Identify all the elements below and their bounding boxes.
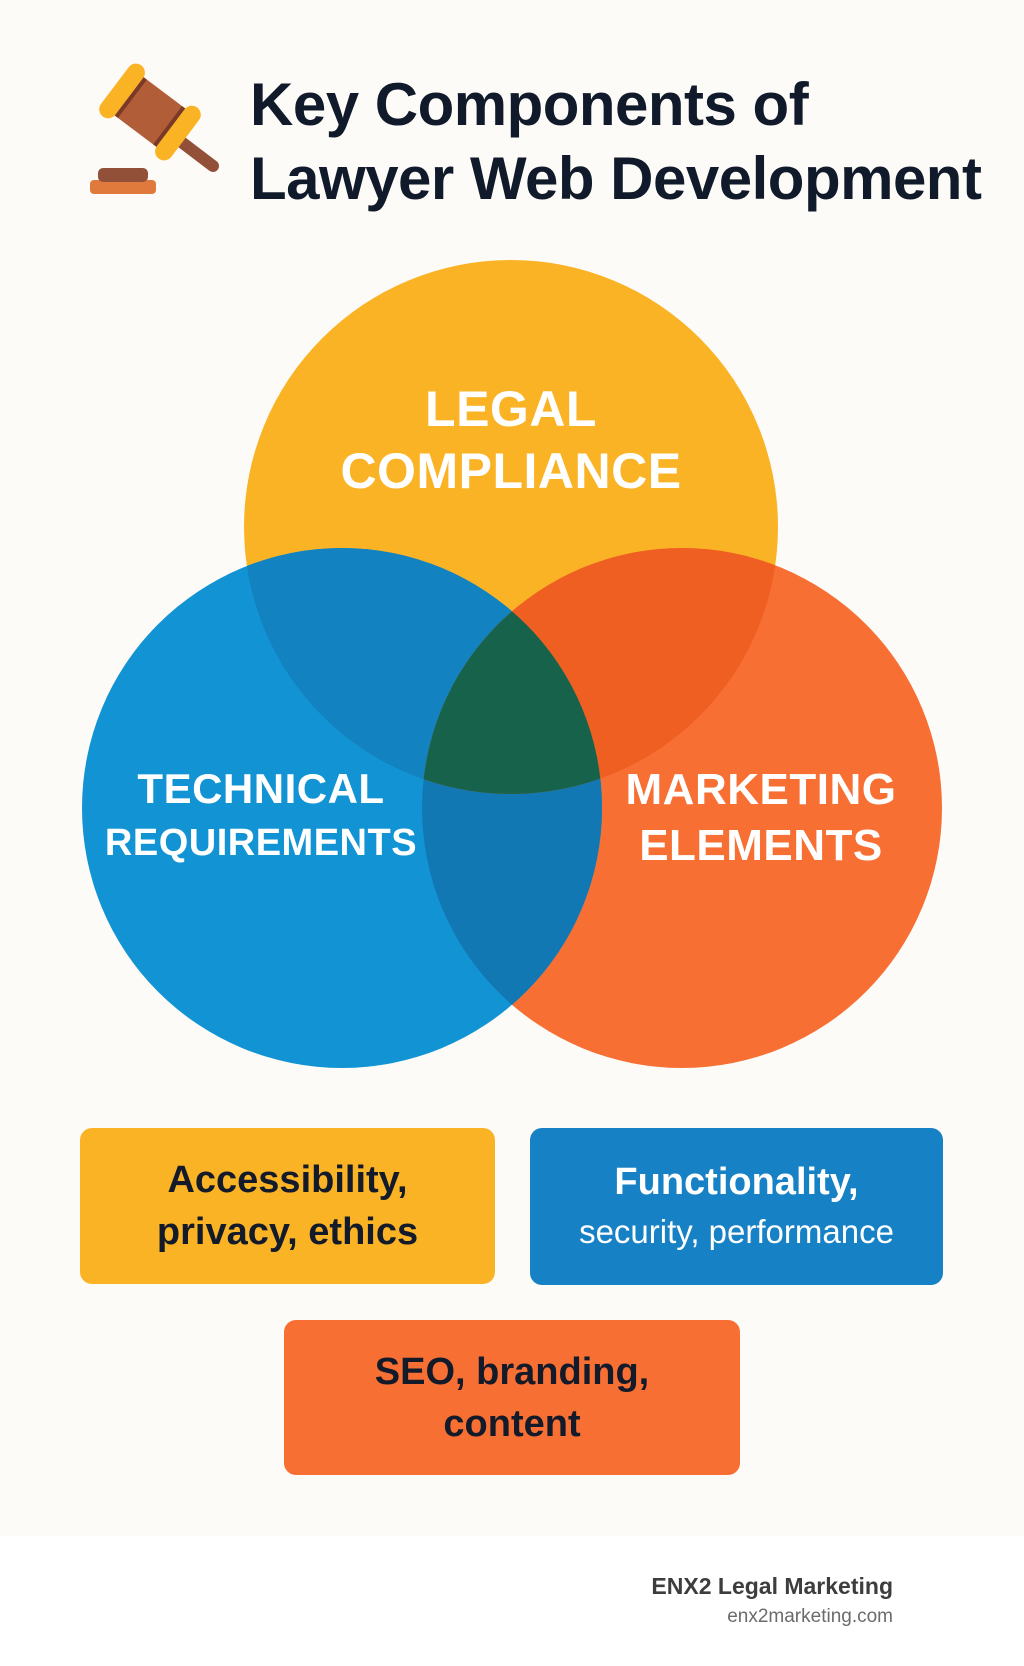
- label-line: ELEMENTS: [639, 821, 883, 870]
- footer-credit: ENX2 Legal Marketing enx2marketing.com: [651, 1570, 893, 1632]
- label-line: TECHNICAL: [137, 765, 385, 812]
- box-text: Functionality,: [614, 1160, 859, 1203]
- title-line-2: Lawyer Web Development: [250, 145, 982, 212]
- footer-url: enx2marketing.com: [727, 1606, 893, 1627]
- label-line: REQUIREMENTS: [104, 822, 418, 864]
- title-line-1: Key Components of: [250, 71, 809, 138]
- gavel-icon: [90, 63, 219, 194]
- legal-details-box: Accessibility, privacy, ethics: [80, 1128, 495, 1284]
- label-line: MARKETING: [625, 765, 897, 814]
- box-text: Accessibility,: [167, 1159, 408, 1201]
- technical-details-box: Functionality, security, performance: [530, 1128, 943, 1285]
- footer-brand: ENX2 Legal Marketing: [651, 1573, 893, 1599]
- marketing-details-box: SEO, branding, content: [284, 1320, 740, 1475]
- label-line: COMPLIANCE: [340, 443, 682, 499]
- overlap-all-three: [422, 548, 602, 794]
- box-text: security, performance: [579, 1212, 894, 1250]
- box-text: SEO, branding,: [374, 1350, 650, 1393]
- venn-diagram: [82, 260, 942, 1068]
- technical-requirements-label: TECHNICAL REQUIREMENTS: [96, 762, 426, 870]
- box-text: content: [443, 1402, 581, 1445]
- marketing-elements-label: MARKETING ELEMENTS: [616, 762, 906, 874]
- box-text: privacy, ethics: [156, 1211, 419, 1253]
- page-title: Key Components of Lawyer Web Development: [250, 68, 982, 216]
- label-line: LEGAL: [425, 381, 597, 437]
- legal-compliance-label: LEGAL COMPLIANCE: [311, 378, 711, 502]
